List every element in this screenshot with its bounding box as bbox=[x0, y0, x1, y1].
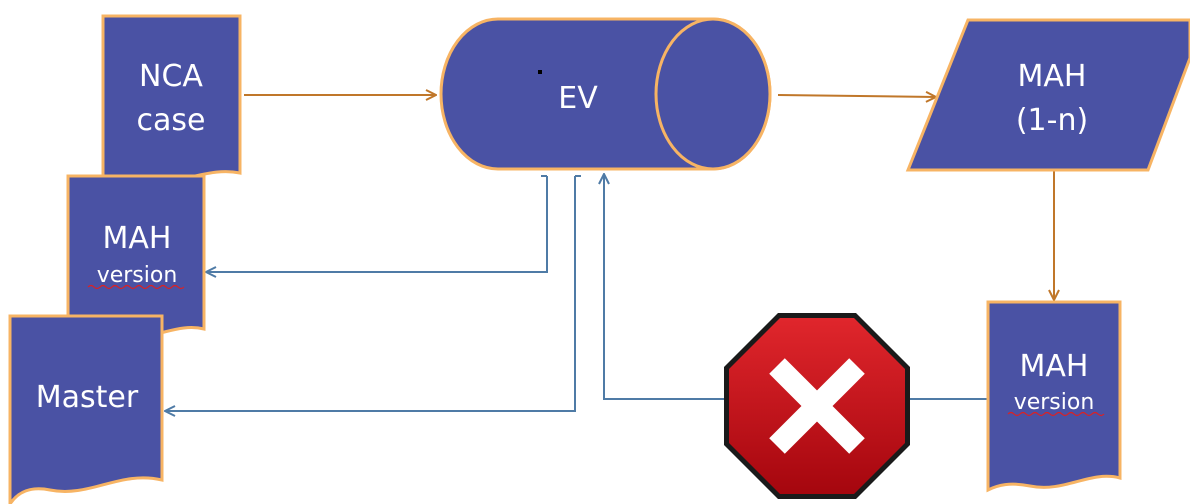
arrow-ev-to-master bbox=[165, 176, 576, 411]
mah-version-right-label-line1: MAH bbox=[1020, 349, 1089, 384]
mah-version-right-node: MAH version bbox=[986, 300, 1122, 493]
arrow-ev-to-mah-1n bbox=[777, 95, 936, 97]
arrow-ev-to-mah-version-left bbox=[206, 176, 548, 272]
mah-version-left-label-line1: MAH bbox=[103, 221, 172, 256]
ev-node: EV bbox=[439, 17, 772, 171]
nca-case-label-line1: NCA bbox=[139, 59, 203, 94]
mah-version-left-label-line2: version bbox=[97, 263, 178, 288]
master-node: Master bbox=[8, 314, 164, 504]
mah-version-right-label-line2: version bbox=[1014, 390, 1095, 415]
ev-label: EV bbox=[558, 81, 598, 116]
mah-1n-label-line1: MAH bbox=[1018, 59, 1087, 94]
nca-case-node: NCA case bbox=[101, 14, 242, 183]
nca-case-label-line2: case bbox=[137, 103, 206, 138]
master-label: Master bbox=[36, 380, 139, 415]
mah-1n-node: MAH (1-n) bbox=[905, 18, 1190, 172]
mah-1n-label-line2: (1-n) bbox=[1016, 103, 1088, 138]
stop-sign-icon bbox=[724, 313, 910, 499]
mah-version-left-node: MAH version bbox=[66, 174, 206, 339]
